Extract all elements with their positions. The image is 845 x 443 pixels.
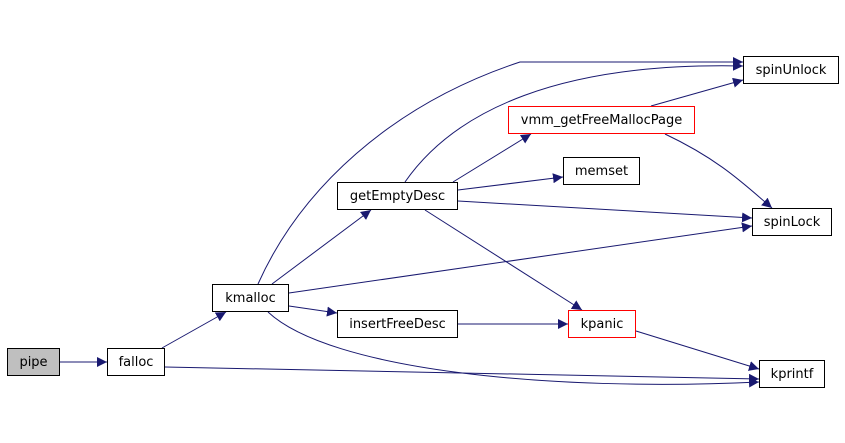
edge-kmalloc-to-kprintf [267, 311, 760, 388]
edge-falloc-to-kmalloc [161, 311, 227, 349]
edge-kmalloc-to-getEmptyDesc [271, 209, 372, 285]
edge-getEmptyDesc-to-vmm_getFreeMallocPage [452, 133, 532, 183]
edge-vmm_getFreeMallocPage-to-spinUnlock [650, 77, 744, 107]
node-insertFreeDesc[interactable]: insertFreeDesc [337, 310, 458, 338]
node-getEmptyDesc[interactable]: getEmptyDesc [337, 182, 458, 210]
edge-getEmptyDesc-to-kpanic [424, 209, 583, 311]
edge-getEmptyDesc-to-spinUnlock [404, 60, 744, 183]
edge-vmm_getFreeMallocPage-to-spinLock [664, 133, 773, 209]
node-kmalloc[interactable]: kmalloc [212, 284, 289, 312]
node-kpanic[interactable]: kpanic [568, 310, 636, 338]
edge-getEmptyDesc-to-spinLock [457, 200, 753, 223]
node-spinUnlock[interactable]: spinUnlock [743, 56, 839, 84]
node-falloc[interactable]: falloc [107, 348, 165, 376]
node-vmm_getFreeMallocPage[interactable]: vmm_getFreeMallocPage [508, 106, 695, 134]
node-memset[interactable]: memset [563, 157, 640, 185]
node-spinLock[interactable]: spinLock [752, 208, 832, 236]
node-kprintf[interactable]: kprintf [759, 360, 825, 388]
node-pipe[interactable]: pipe [7, 348, 60, 376]
edge-getEmptyDesc-to-memset [457, 173, 564, 191]
edge-kmalloc-to-spinLock [288, 222, 753, 294]
edge-kmalloc-to-insertFreeDesc [288, 305, 338, 317]
edge-kpanic-to-kprintf [635, 330, 760, 371]
edge-kmalloc-to-spinUnlock [257, 57, 743, 285]
